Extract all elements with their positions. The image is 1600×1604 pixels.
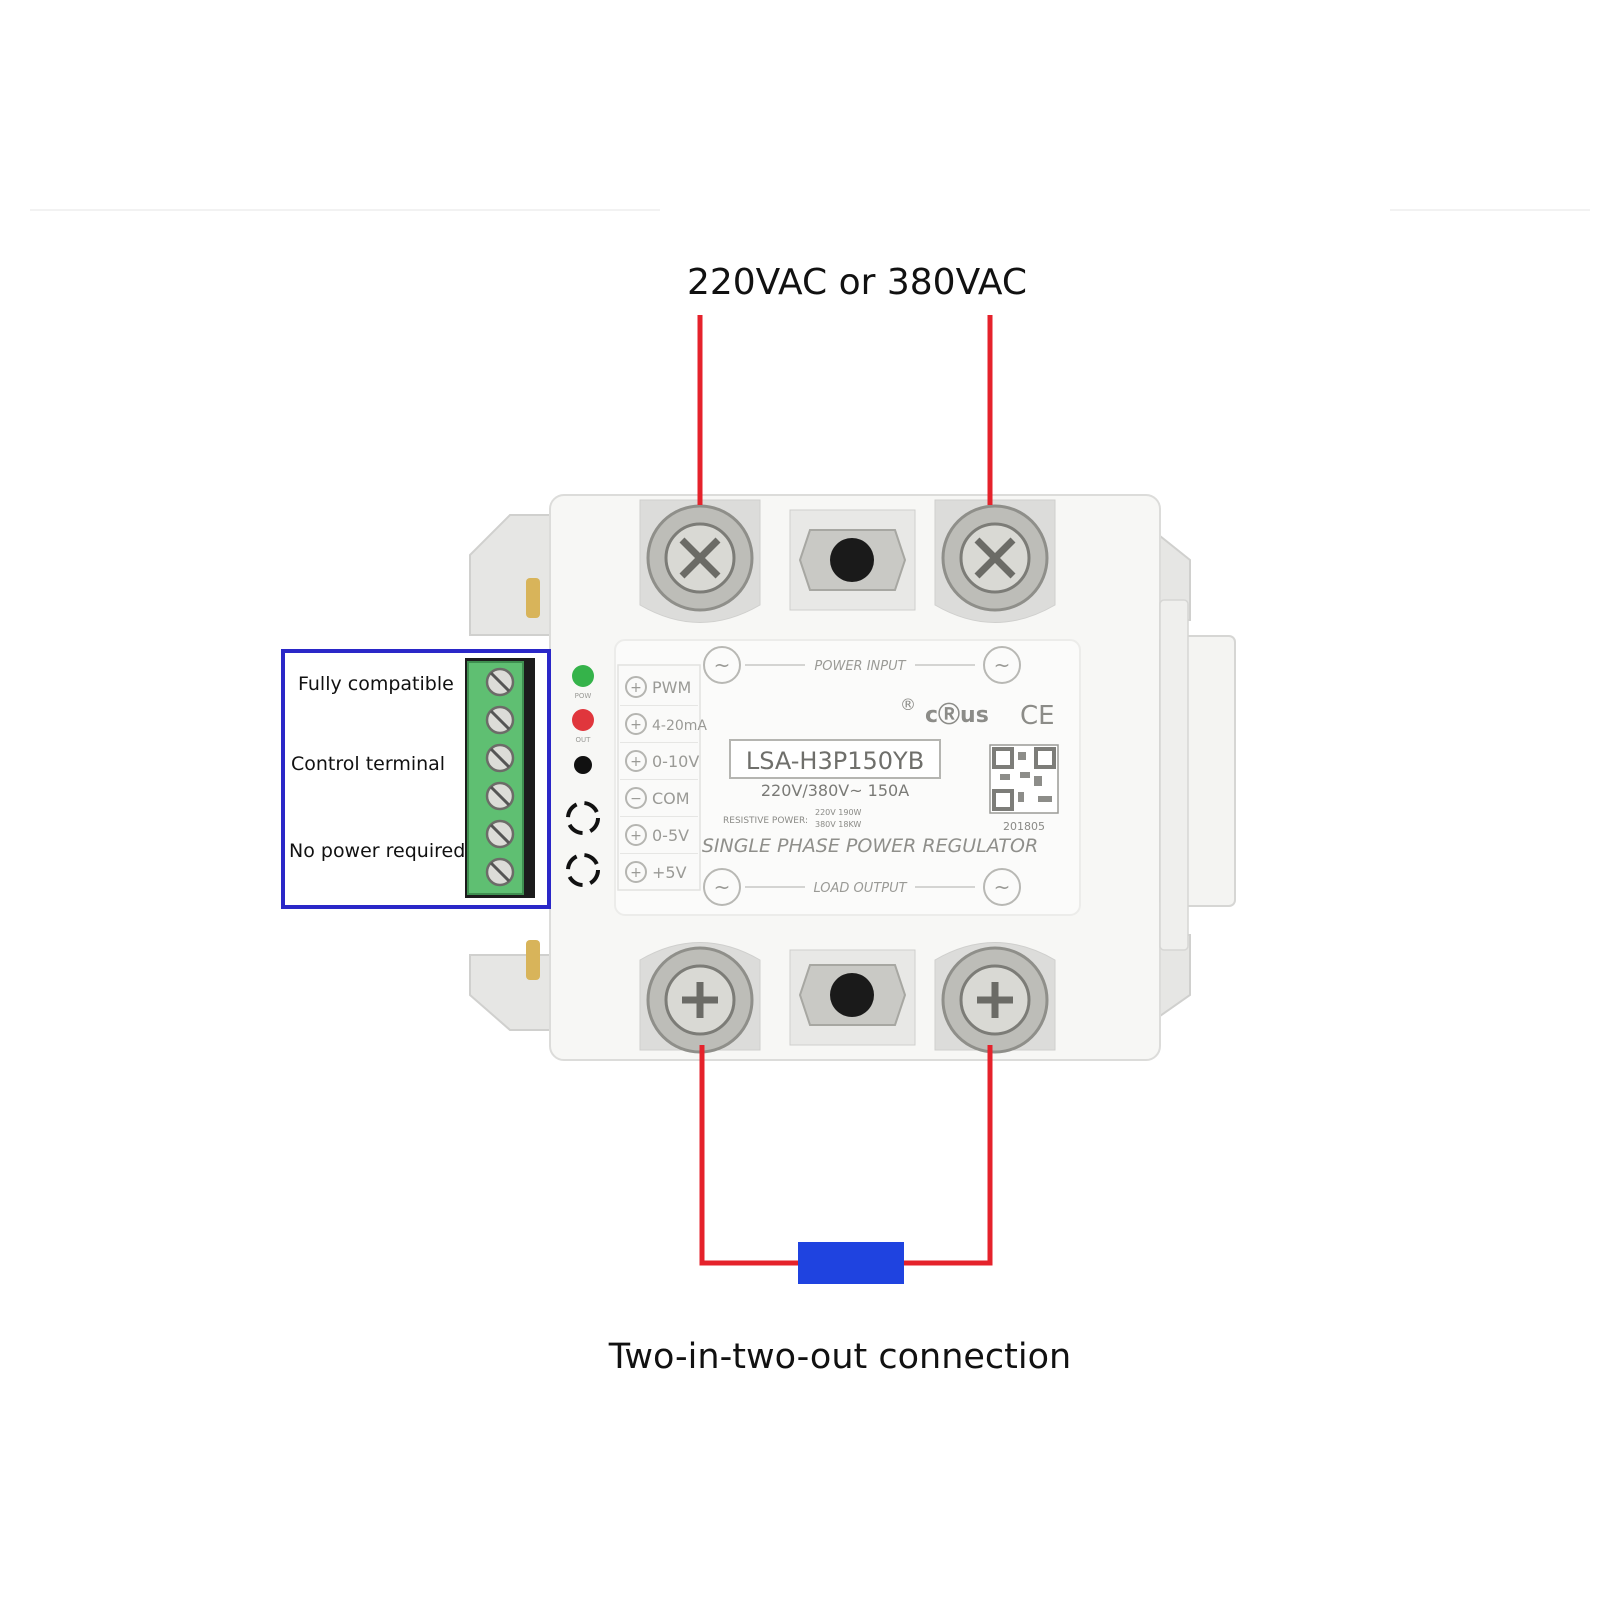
- supply-voltage-label: 220VAC or 380VAC: [687, 262, 1027, 303]
- voltage-current-rating: 220V/380V~ 150A: [761, 781, 909, 800]
- terminal-screw-slot: [489, 861, 511, 883]
- input-sign-circle: [625, 824, 647, 846]
- connection-type-label: Two-in-two-out connection: [608, 1337, 1071, 1377]
- terminal-screw-slot: [489, 671, 511, 693]
- top-left-screw-slot: [679, 537, 721, 579]
- input-sign-circle: [625, 676, 647, 698]
- adjust-pot-1[interactable]: [566, 801, 600, 835]
- pow-led-label: POW: [575, 692, 592, 700]
- input-signal-label: +5V: [652, 863, 687, 882]
- resistive-power-380: 380V 18KW: [815, 820, 861, 829]
- terminal-block-body: [467, 661, 524, 895]
- input-signal-label: COM: [652, 789, 690, 808]
- terminal-screw-slot: [489, 709, 511, 731]
- input-sign: +: [630, 717, 642, 733]
- input-signal-label: PWM: [652, 678, 691, 697]
- input-signal-list: + PWM +4-20mA +0-10V −COM +0-5V + +5V: [620, 676, 707, 883]
- ul-mark: cⓇus: [925, 702, 989, 728]
- model-box: [729, 739, 941, 779]
- adjust-pot-2[interactable]: [566, 853, 600, 887]
- input-sign-circle: [625, 861, 647, 883]
- ac-input-left-glyph: ~: [714, 653, 731, 677]
- left-top-tab: [526, 578, 540, 618]
- input-sign-circle: [625, 750, 647, 772]
- callout-control-terminal: Control terminal: [291, 753, 445, 775]
- ac-input-right-symbol: [983, 646, 1021, 684]
- power-regulator: ~ POWER INPUT ~ ® cⓇus CE LSA-H3P150YB 2…: [469, 494, 1236, 1061]
- resistive-power-label: RESISTIVE POWER:: [723, 816, 808, 826]
- input-signal-label: 0-5V: [652, 826, 689, 845]
- left-bottom-flange: [469, 954, 556, 1031]
- input-label-column: [617, 664, 701, 891]
- input-sign: +: [630, 828, 642, 844]
- regulator-title: SINGLE PHASE POWER REGULATOR: [702, 835, 1038, 857]
- terminal-screw-slot: [489, 747, 511, 769]
- left-bottom-tab: [526, 940, 540, 980]
- date-code: 201805: [1003, 820, 1045, 833]
- bottom-terminals: [639, 942, 1056, 1054]
- bottom-center-hole: [830, 973, 874, 1017]
- qr-code: [989, 744, 1059, 814]
- input-signal-label: 0-10V: [652, 752, 699, 771]
- callout-no-power-required: No power required: [289, 840, 465, 862]
- ce-mark: CE: [1020, 701, 1055, 731]
- terminal-screw-slot: [489, 823, 511, 845]
- out-led-label: OUT: [576, 736, 592, 744]
- model-number: LSA-H3P150YB: [746, 747, 924, 775]
- indicator-dot: [574, 756, 592, 774]
- ac-output-left-symbol: [703, 868, 741, 906]
- ac-output-right-symbol: [983, 868, 1021, 906]
- ac-output-right-glyph: ~: [994, 875, 1011, 899]
- callout-frame: [281, 649, 551, 909]
- ac-input-left-symbol: [703, 646, 741, 684]
- out-led: [572, 709, 594, 731]
- pow-led: [572, 665, 594, 687]
- input-signal-label: 4-20mA: [652, 718, 707, 734]
- top-right-screw-slot: [974, 537, 1016, 579]
- input-sign-circle: [625, 713, 647, 735]
- input-sign: +: [630, 865, 642, 881]
- load-resistor: [798, 1242, 904, 1284]
- power-input-label: POWER INPUT: [814, 659, 906, 674]
- callout-fully-compatible: Fully compatible: [298, 673, 454, 695]
- resistive-power-220: 220V 190W: [815, 808, 862, 817]
- input-sign: +: [630, 680, 642, 696]
- control-terminal-block: [465, 658, 535, 898]
- input-sign-circle: [625, 787, 647, 809]
- load-wire-left: [699, 1045, 800, 1266]
- load-wire-right: [902, 1045, 993, 1266]
- ac-output-left-glyph: ~: [714, 875, 731, 899]
- bottom-left-screw-slot: [682, 982, 718, 1018]
- top-terminals: [639, 499, 1056, 623]
- input-sign: +: [630, 754, 642, 770]
- bottom-right-screw-slot: [977, 982, 1013, 1018]
- registered-mark: ®: [900, 695, 916, 714]
- input-sign: −: [630, 791, 642, 807]
- side-rib: [1159, 599, 1189, 951]
- top-center-hole: [830, 538, 874, 582]
- left-top-flange: [469, 514, 556, 636]
- ac-input-right-glyph: ~: [994, 653, 1011, 677]
- load-output-label: LOAD OUTPUT: [813, 881, 907, 896]
- terminal-screw-slot: [489, 785, 511, 807]
